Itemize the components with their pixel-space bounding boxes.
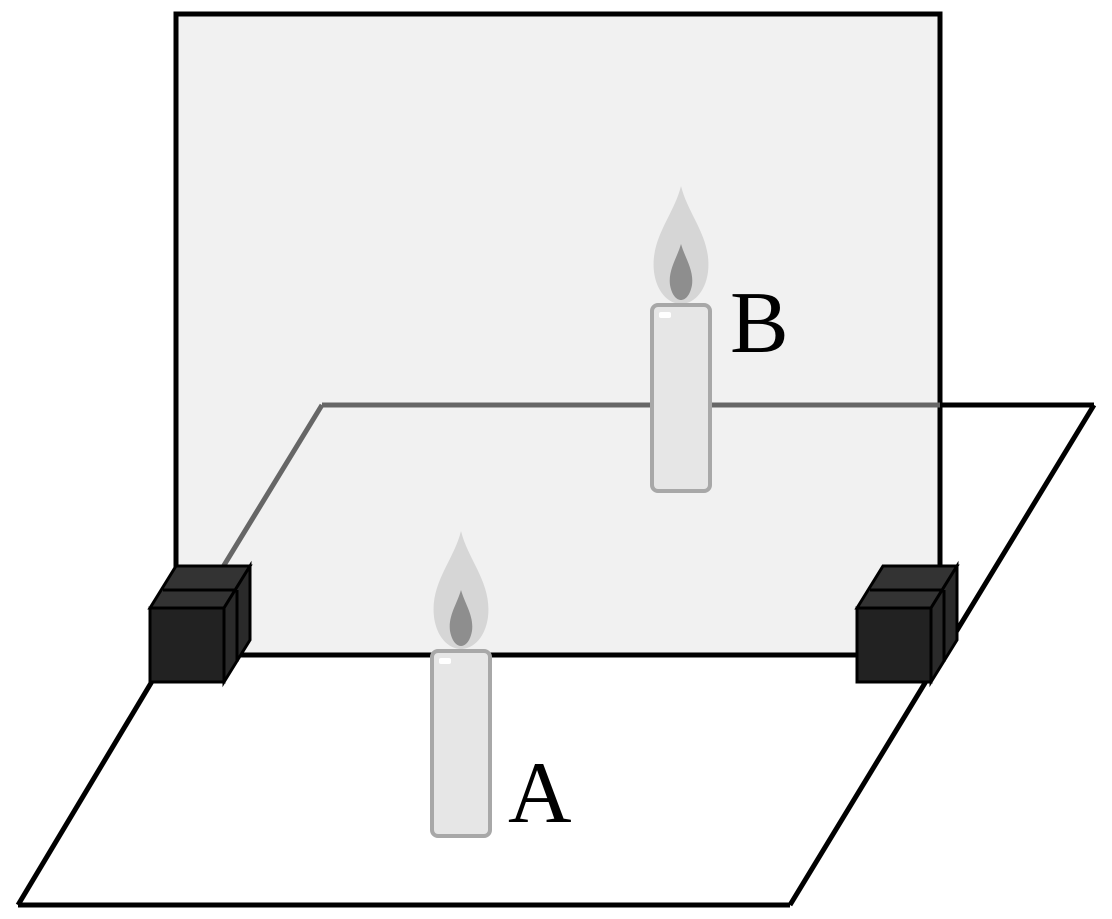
candle-b-highlight	[659, 312, 671, 318]
board-left-edge-front	[15, 666, 163, 907]
right-block-front	[855, 606, 933, 684]
candle-b-body	[650, 303, 712, 493]
label-b: B	[730, 275, 789, 372]
label-a: A	[508, 745, 572, 842]
right-support-block	[854, 560, 960, 688]
board-left-edge-behind-glass	[212, 403, 325, 582]
candle-a-flame-inner	[449, 590, 473, 646]
left-block-front	[148, 606, 226, 684]
candle-a-highlight	[439, 658, 451, 664]
glass-pane	[173, 11, 943, 658]
glass-plate	[173, 11, 943, 658]
candle-b-flame-inner	[669, 244, 693, 300]
candle-a-body	[430, 649, 492, 838]
candle-b	[650, 186, 712, 493]
candle-a	[430, 531, 492, 838]
left-support-block	[147, 560, 253, 688]
